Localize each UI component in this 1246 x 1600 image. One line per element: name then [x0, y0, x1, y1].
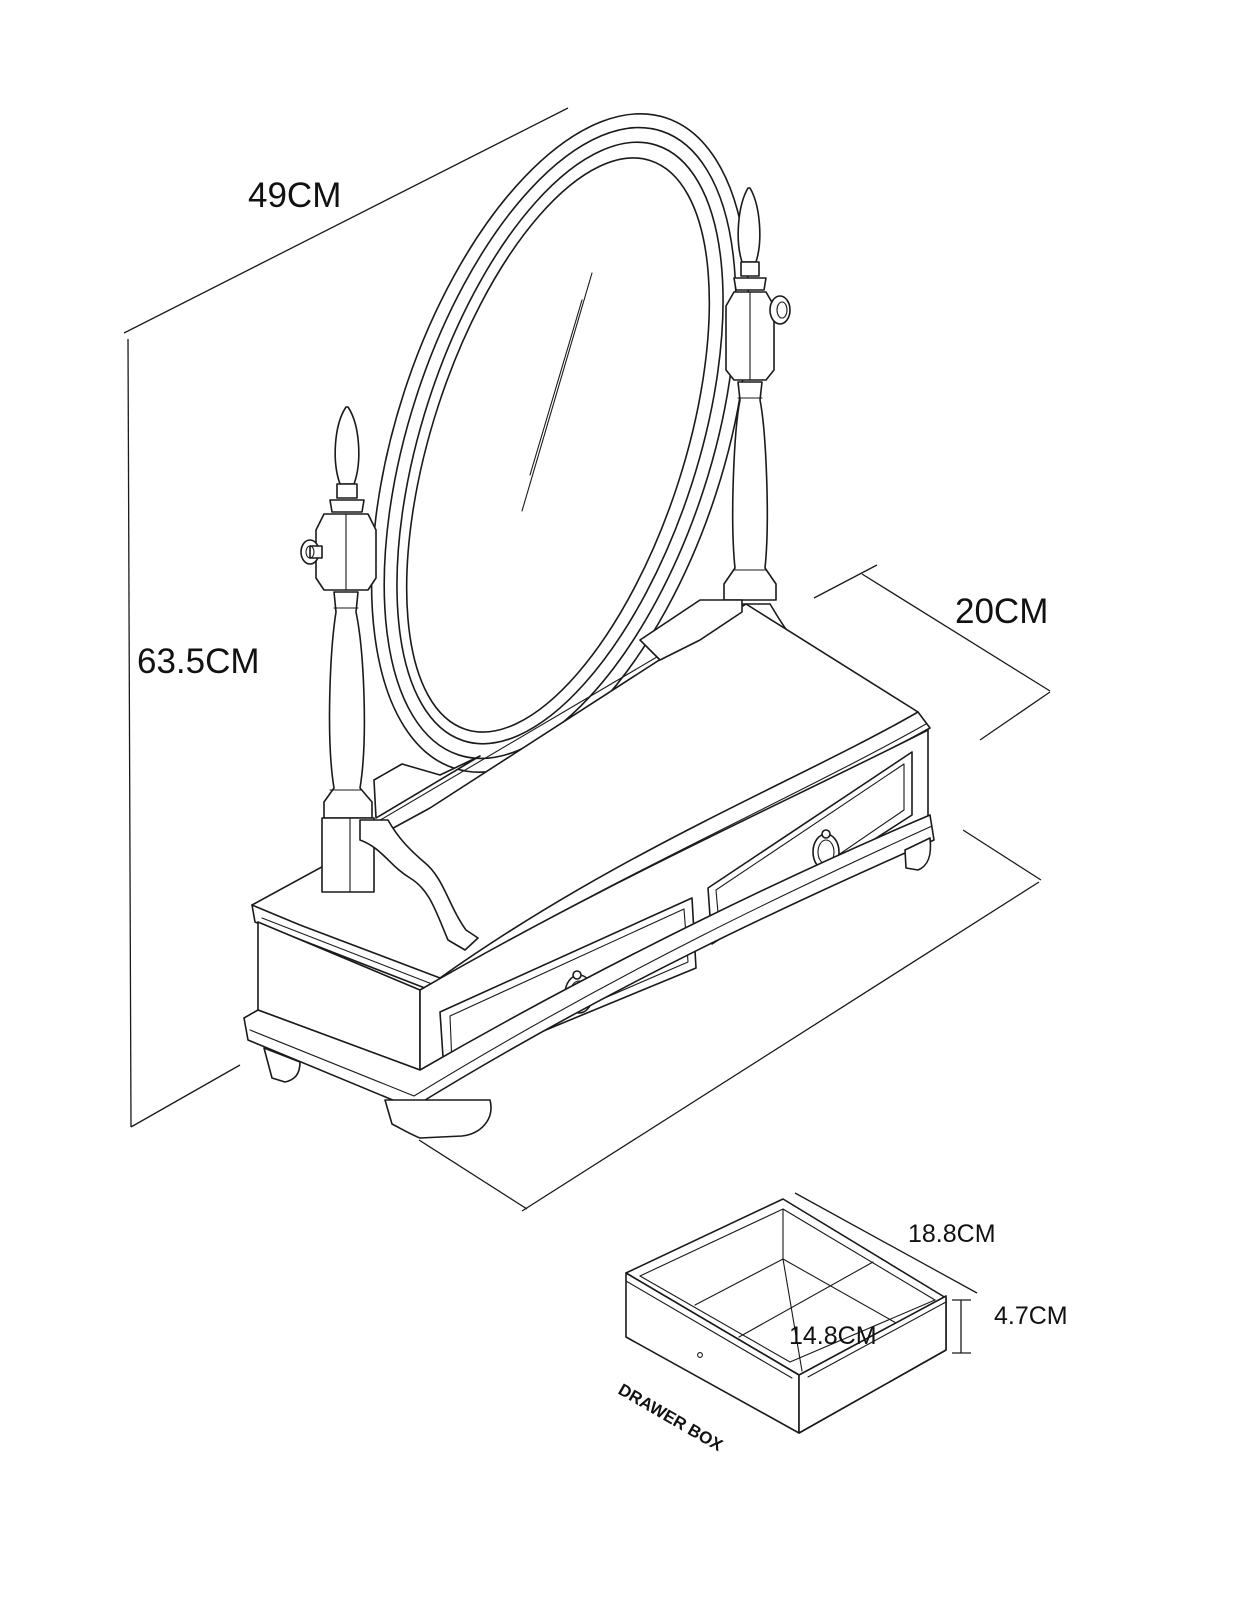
drawer-height-label: 4.7CM [994, 1302, 1068, 1330]
foot-front [384, 1099, 492, 1139]
depth-label: 20CM [955, 592, 1048, 631]
drawer-depth-label: 18.8CM [908, 1220, 996, 1248]
right-mirror-post [723, 187, 791, 601]
oval-mirror [370, 113, 750, 773]
left-bracket [359, 819, 479, 951]
drawer-box-label: DRAWER BOX [615, 1380, 726, 1455]
foot-left [263, 1047, 301, 1083]
mirror-glare [521, 272, 593, 512]
base-length-dimension-line [418, 829, 1042, 1212]
drawer-width-label: 14.8CM [789, 1322, 877, 1350]
height-label: 63.5CM [137, 642, 260, 681]
depth-dimension-line [813, 564, 1051, 741]
height-dimension-line [127, 338, 241, 1128]
drawer-box-diagram [625, 1192, 978, 1434]
drawer-keyhole [697, 1352, 703, 1358]
foot-right [904, 837, 932, 871]
width-dimension-line [123, 107, 569, 334]
width-label: 49CM [248, 176, 341, 215]
mirror-support-rail [373, 599, 743, 819]
